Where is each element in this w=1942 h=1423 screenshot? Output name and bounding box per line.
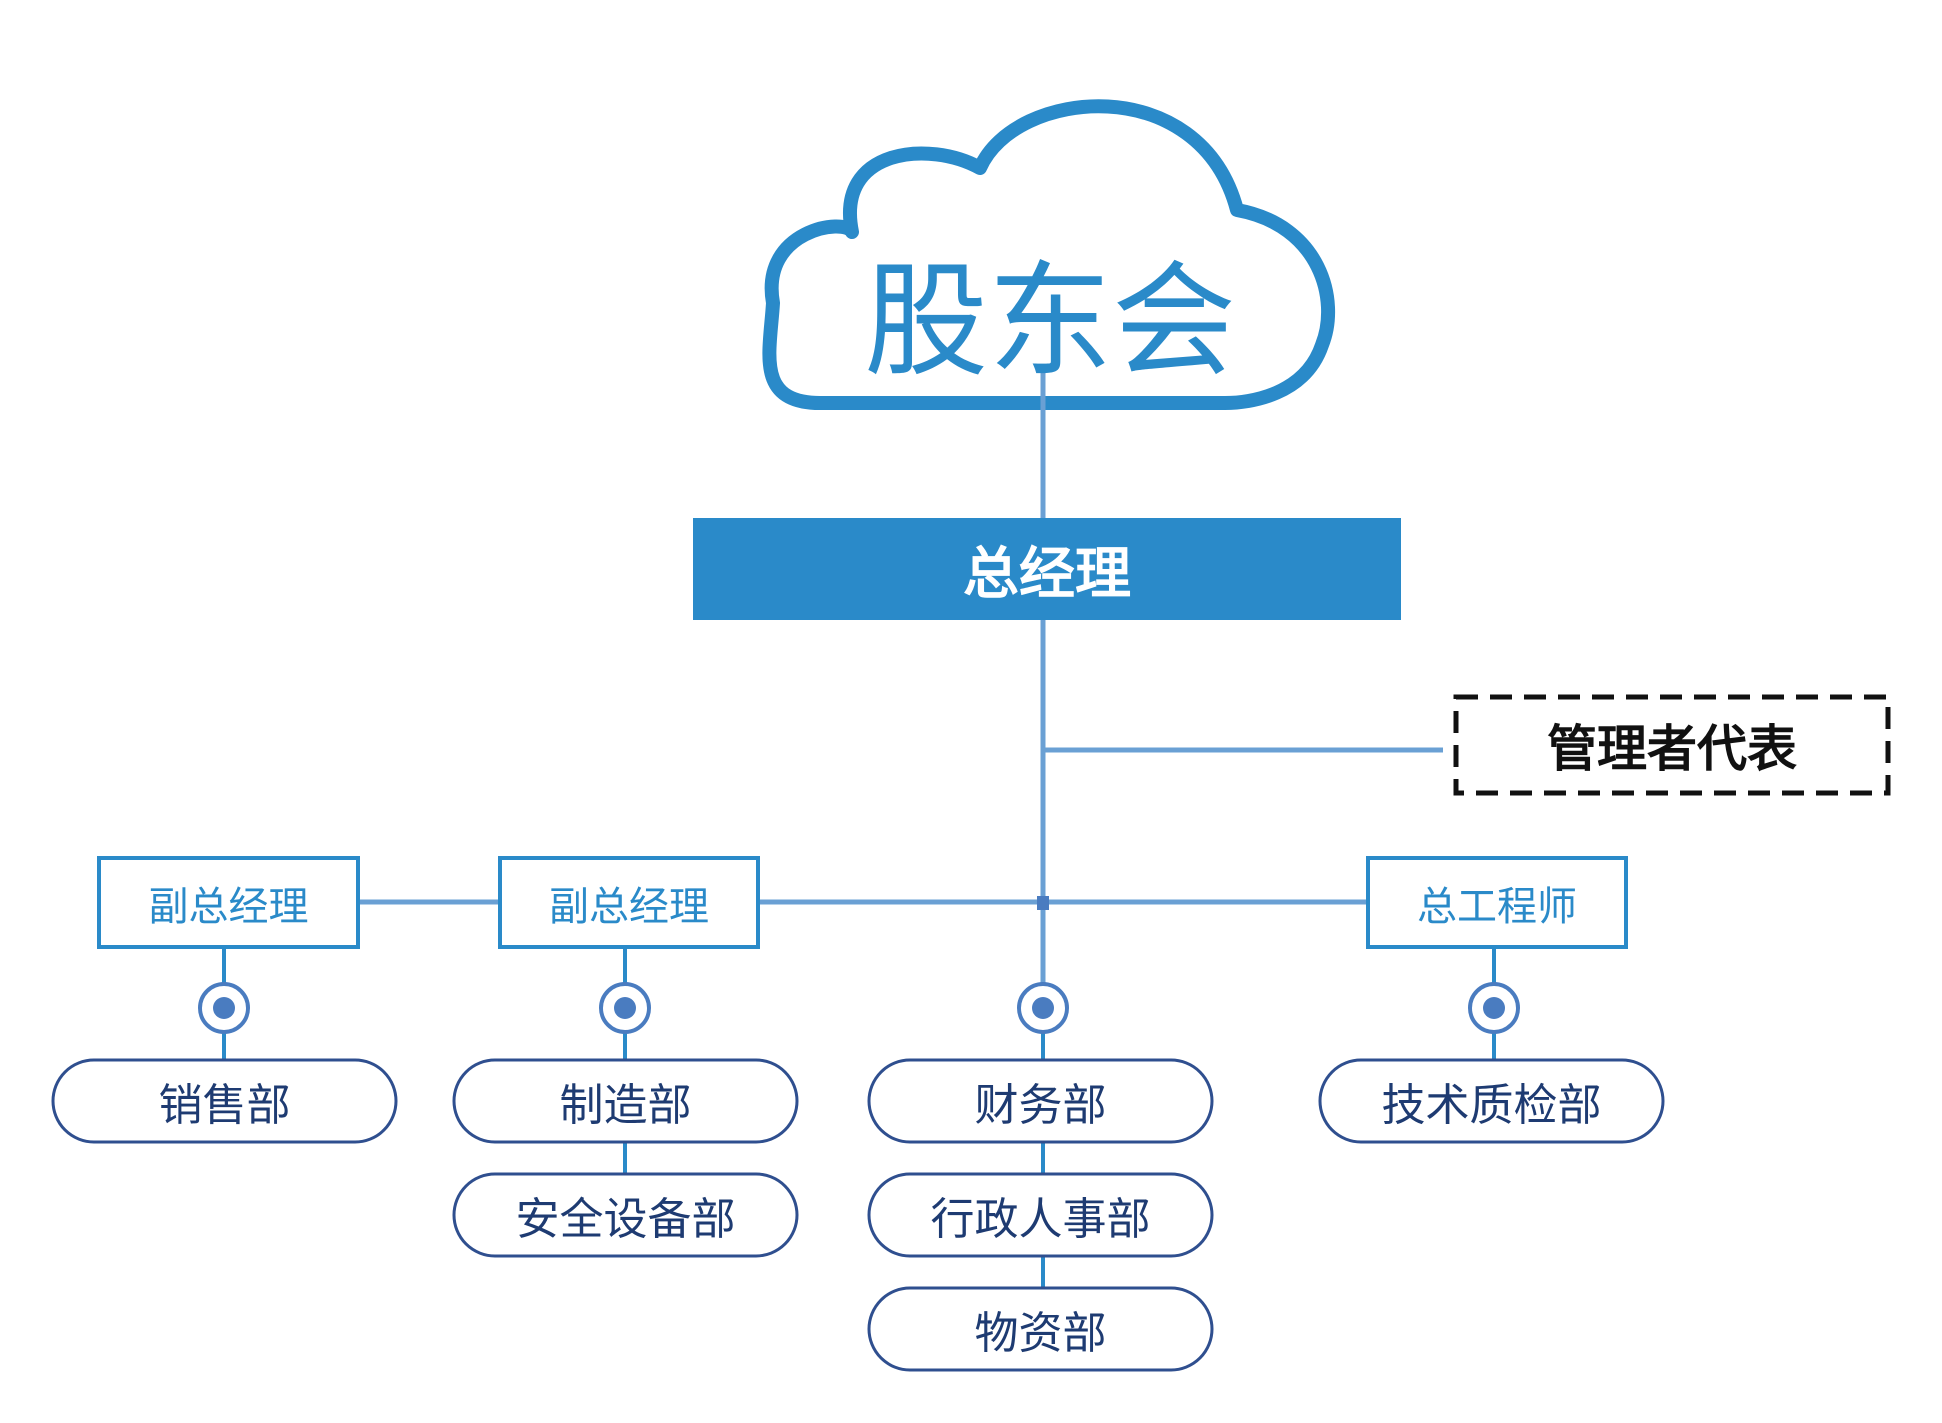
- dept-pill-admin-hr: [867, 1172, 1214, 1258]
- manager-boxes: [97, 856, 1628, 949]
- dept-pill-manufacturing: [452, 1058, 799, 1144]
- general-manager-label: 总经理: [963, 541, 1131, 607]
- manager-label-2: 副总经理: [549, 883, 709, 930]
- department-pills: [51, 1058, 1665, 1372]
- manager-box-1: [97, 856, 360, 949]
- dept-pill-sales: [51, 1058, 398, 1144]
- dept-pill-materials: [867, 1286, 1214, 1372]
- dept-label-materials: 物资部: [974, 1308, 1107, 1359]
- dept-label-tech-qc: 技术质检部: [1381, 1080, 1602, 1131]
- cloud-shape: [762, 99, 1336, 410]
- dept-label-admin-hr: 行政人事部: [930, 1194, 1151, 1245]
- circle-markers: [198, 982, 1520, 1034]
- dept-pill-safety: [452, 1172, 799, 1258]
- management-rep-label: 管理者代表: [1547, 720, 1797, 778]
- manager-box-2: [498, 856, 760, 949]
- dept-pill-finance: [867, 1058, 1214, 1144]
- manager-box-3: [1366, 856, 1628, 949]
- dept-connectors: [222, 947, 1496, 1288]
- shareholders-label: 股东会: [863, 250, 1236, 394]
- dept-label-finance: 财务部: [974, 1080, 1107, 1131]
- connector-lines: [358, 370, 1443, 985]
- manager-label-1: 副总经理: [148, 883, 309, 930]
- dept-pill-tech-qc: [1318, 1058, 1665, 1144]
- dept-label-manufacturing: 制造部: [559, 1080, 692, 1131]
- management-rep-box: [1453, 694, 1891, 796]
- general-manager-box: [693, 518, 1401, 620]
- junction-marker: [1037, 896, 1049, 910]
- dept-label-safety: 安全设备部: [515, 1194, 736, 1245]
- chief-engineer-label: 总工程师: [1417, 883, 1577, 930]
- dept-label-sales: 销售部: [158, 1080, 291, 1131]
